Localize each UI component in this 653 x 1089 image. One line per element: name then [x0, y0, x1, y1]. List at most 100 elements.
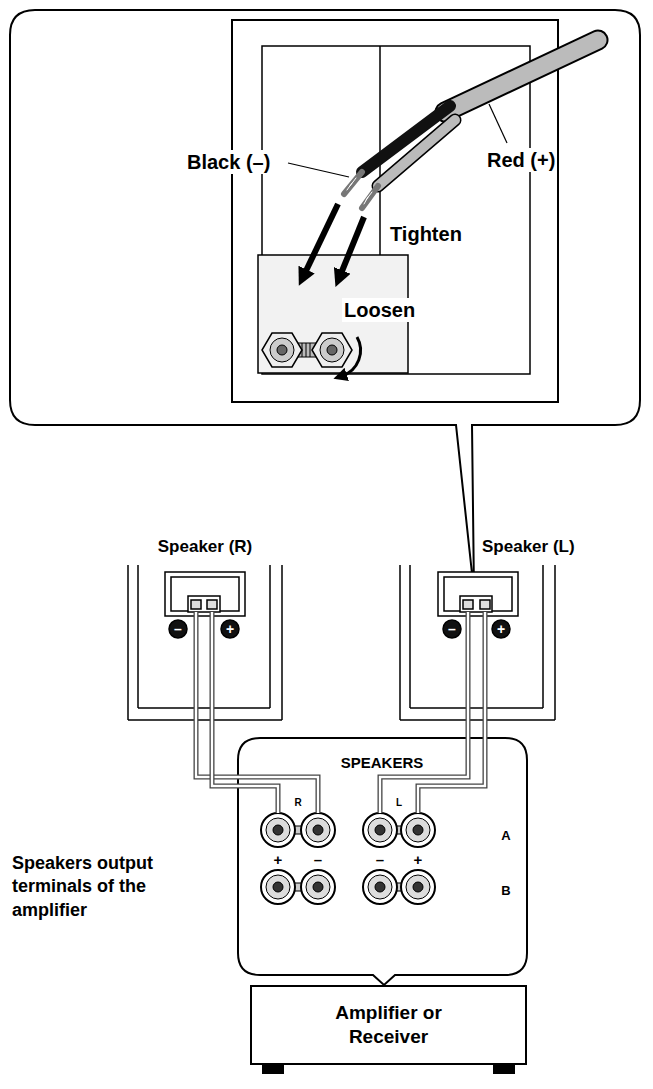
terminal-knob: [262, 333, 302, 367]
wire-outline: [418, 612, 485, 813]
wire-label: Black (–): [185, 150, 272, 174]
wire-core: [418, 612, 485, 813]
speaker-cabinet: [400, 719, 555, 721]
output-terminal: [363, 870, 397, 904]
output-terminal: [401, 813, 435, 847]
polarity-symbol: –: [174, 622, 182, 636]
polarity-symbol: +: [226, 622, 234, 636]
wire-outline: [196, 612, 318, 813]
terminal-knob: [310, 343, 311, 357]
speaker-heading: Speaker (L): [482, 537, 575, 557]
speaker-wire: [418, 612, 485, 813]
speaker-cabinet: [542, 565, 544, 708]
output-terminal: [401, 870, 435, 904]
callout-panel: Black (–) Red (+) TightenLoosen: [10, 10, 640, 425]
callout-outline: [10, 10, 640, 592]
output-terminal: [261, 813, 295, 847]
speaker-cabinet: [410, 707, 543, 709]
wire-outline: [380, 612, 468, 813]
terminal-knob: [277, 345, 287, 355]
speaker-cable: [344, 172, 362, 194]
speaker-cabinet: [400, 565, 555, 720]
speaker-cabinet: [399, 565, 401, 720]
speaker-cabinet: [128, 719, 282, 721]
polarity-label: –: [314, 852, 322, 867]
bank-label: B: [501, 884, 510, 897]
output-terminal: [261, 870, 295, 904]
speaker-cabinet: [169, 620, 187, 638]
polarity-symbol: +: [497, 622, 505, 636]
speaker-cabinet: [443, 620, 461, 638]
speaker-wire: [212, 612, 278, 813]
terminal-knob: [327, 345, 337, 355]
wire-outline: [212, 612, 278, 813]
terminal-knob: [306, 343, 307, 357]
speaker-box: Speaker (R): [128, 535, 282, 725]
speaker-cable: [344, 40, 598, 208]
speaker-cabinet: [409, 565, 411, 708]
speaker-cabinet: [207, 600, 217, 609]
speaker-wire: [380, 612, 468, 813]
speaker-cable: [362, 186, 378, 208]
insert-arrow: [304, 204, 338, 275]
terminal-knob: [270, 338, 294, 362]
speaker-wire: [196, 612, 318, 813]
box-label: Amplifier or Receiver: [314, 1001, 464, 1049]
speaker-cabinet: [171, 577, 239, 611]
insert-arrow: [304, 204, 364, 276]
polarity-label: +: [414, 852, 423, 867]
output-terminal: [261, 813, 435, 904]
speaker-cable: [362, 106, 450, 172]
amplifier-feet: [493, 1065, 515, 1074]
rotation-arrow: [342, 337, 361, 376]
action-label: Tighten: [388, 222, 464, 246]
rotation-arrow: [342, 337, 361, 376]
speaker-cabinet: [269, 565, 271, 708]
leader-line: [288, 104, 507, 177]
speaker-heading: Speaker (R): [128, 537, 282, 557]
speaker-cabinet: [480, 600, 490, 609]
channel-label: L: [396, 798, 402, 808]
output-terminal: [301, 813, 335, 847]
speaker-cable: [347, 178, 356, 190]
amplifier-feet: [262, 1065, 515, 1074]
speaker-cabinet: [460, 596, 492, 612]
speaker-cabinet: [463, 600, 473, 609]
speaker-cabinet: [221, 620, 239, 638]
terminal-knob: [262, 333, 352, 367]
terminal-knob: [320, 338, 344, 362]
polarity-symbol: –: [448, 622, 456, 636]
terminal-panel: SPEAKERS R L A + – – + B: [238, 738, 527, 975]
channel-label: R: [294, 798, 301, 808]
speaker-cabinet: [444, 577, 512, 611]
callout-outline: [10, 10, 640, 592]
wire-core: [212, 612, 278, 813]
output-terminal: [301, 870, 335, 904]
panel-title: SPEAKERS: [341, 755, 424, 770]
speaker-cabinet: [188, 596, 220, 612]
speaker-cabinet: [492, 620, 510, 638]
wall-plate: [379, 46, 381, 255]
action-label: Loosen: [342, 298, 417, 322]
speaker-cabinet: [165, 572, 245, 616]
speaker-cabinet: [438, 572, 518, 616]
speaker-cabinet: [138, 707, 270, 709]
leader-line: [288, 163, 349, 177]
wire-core: [380, 612, 468, 813]
polarity-label: +: [274, 852, 283, 867]
speaker-cabinet: [128, 565, 282, 720]
speaker-cabinet: [191, 600, 201, 609]
polarity-label: –: [376, 852, 384, 867]
speaker-cabinet: [127, 565, 129, 720]
output-terminal: [363, 813, 397, 847]
wire-label: Red (+): [485, 148, 557, 172]
wire-core: [196, 612, 318, 813]
speaker-cable: [364, 192, 372, 204]
speaker-cable: [445, 40, 598, 112]
speaker-cabinet: [281, 565, 283, 720]
callout-text: Speakers output terminals of the amplifi…: [12, 852, 182, 922]
leader-line: [489, 104, 507, 143]
speaker-cable: [445, 40, 598, 112]
bank-label: A: [501, 829, 510, 842]
